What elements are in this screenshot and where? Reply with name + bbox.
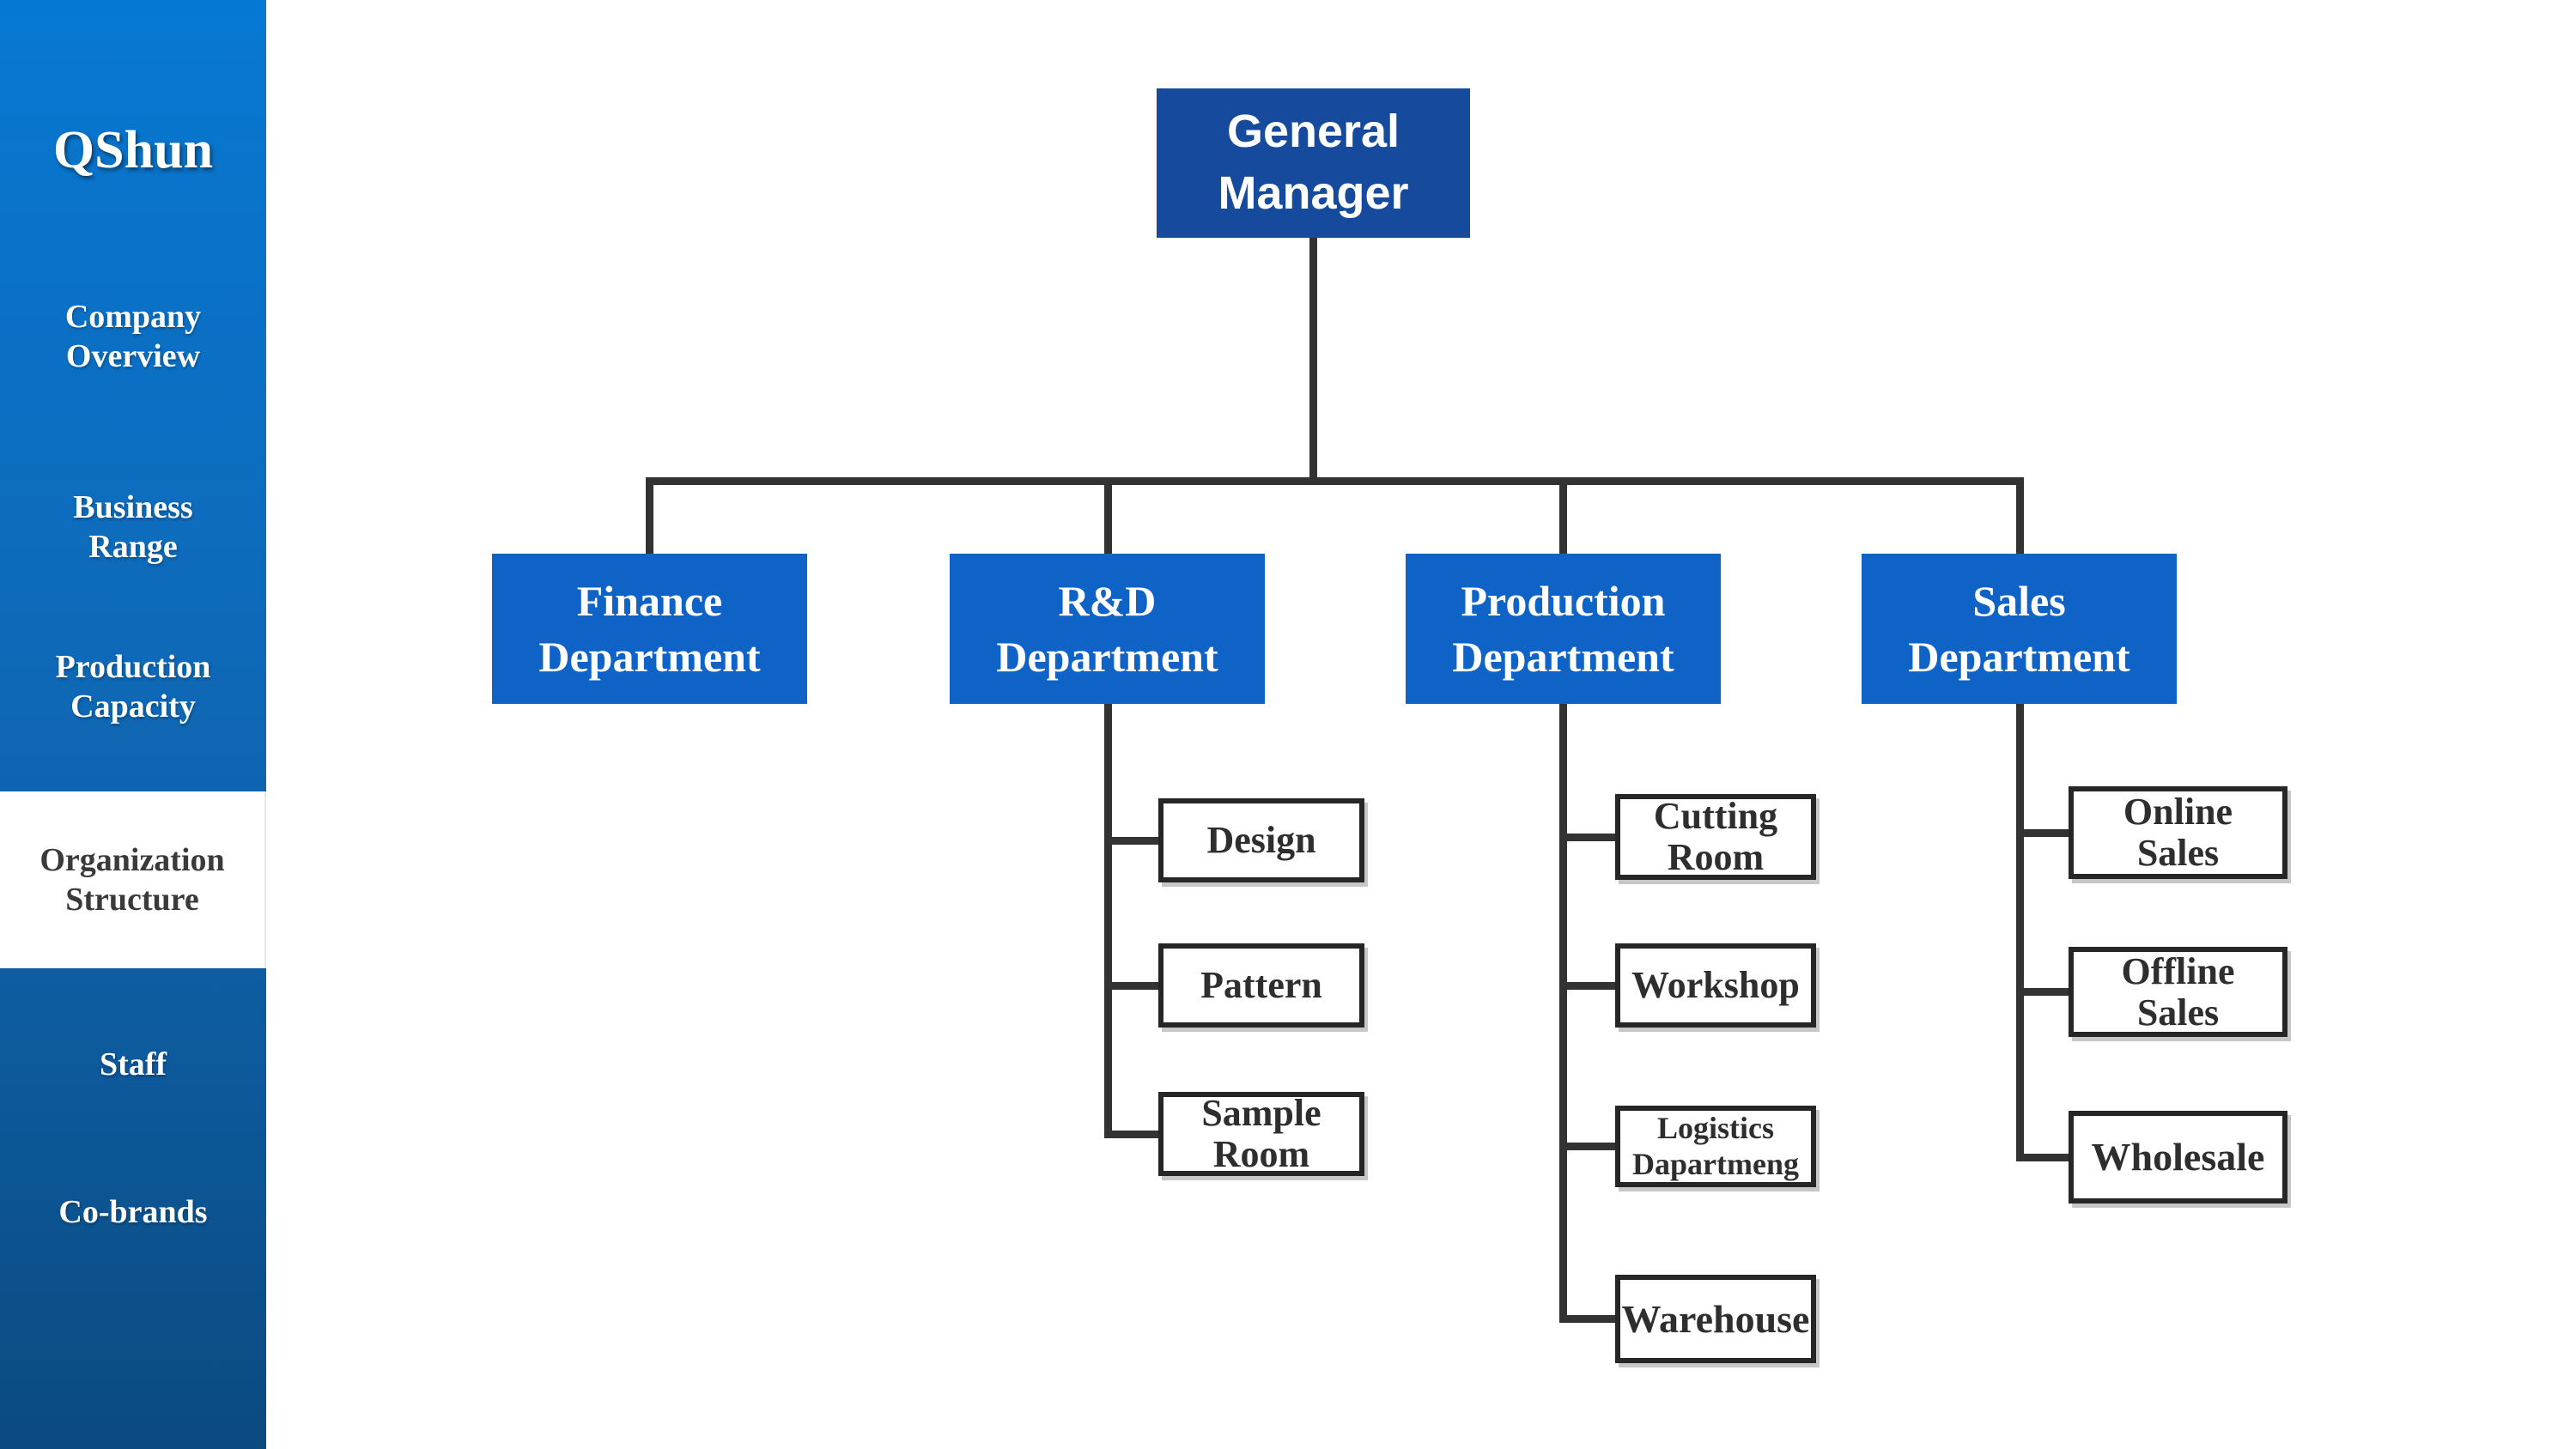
connector-rd-trunk: [1104, 704, 1112, 1138]
sidebar-item-co-brands[interactable]: Co-brands: [58, 1193, 208, 1230]
org-node-logistics-department: Logistics Dapartmeng: [1615, 1106, 1816, 1187]
org-node-production-department: Production Department: [1406, 554, 1721, 704]
org-node-wholesale: Wholesale: [2069, 1111, 2287, 1203]
sidebar-item-production-capacity[interactable]: Production Capacity: [55, 648, 211, 724]
org-node-workshop: Workshop: [1615, 943, 1816, 1028]
org-node-cutting-room: Cutting Room: [1615, 794, 1816, 880]
org-node-rd-department: R&D Department: [950, 554, 1265, 704]
connector-sales-trunk: [2016, 704, 2024, 1161]
connector-stub-workshop: [1559, 982, 1615, 990]
org-node-general-manager: General Manager: [1157, 88, 1470, 238]
org-node-finance-department: Finance Department: [492, 554, 807, 704]
connector-stub-pattern: [1104, 982, 1158, 990]
connector-stub-wholesale: [2016, 1154, 2069, 1161]
connector-drop-sales: [2016, 477, 2024, 554]
org-node-sales-department: Sales Department: [1862, 554, 2177, 704]
org-node-pattern: Pattern: [1158, 943, 1364, 1028]
connector-production-trunk: [1559, 704, 1567, 1323]
connector-drop-finance: [646, 477, 653, 554]
connector-drop-production: [1559, 477, 1567, 554]
connector-root-trunk: [1309, 238, 1317, 482]
connector-drop-rd: [1104, 477, 1112, 554]
connector-stub-warehouse: [1559, 1315, 1615, 1323]
connector-main-horizontal: [646, 477, 2024, 485]
sidebar: QShun Company Overview Business Range Pr…: [0, 0, 266, 1449]
org-node-offline-sales: Offline Sales: [2069, 947, 2287, 1037]
sidebar-item-staff[interactable]: Staff: [99, 1046, 167, 1082]
org-node-online-sales: Online Sales: [2069, 786, 2287, 879]
connector-stub-logistics: [1559, 1143, 1615, 1150]
connector-stub-design: [1104, 837, 1158, 845]
connector-stub-cutting-room: [1559, 834, 1615, 841]
org-node-design: Design: [1158, 798, 1364, 882]
sidebar-item-company-overview[interactable]: Company Overview: [64, 298, 202, 374]
sidebar-item-organization-structure[interactable]: Organization Structure: [0, 791, 266, 968]
org-node-sample-room: Sample Room: [1158, 1092, 1364, 1176]
connector-stub-online-sales: [2016, 829, 2069, 837]
connector-stub-offline-sales: [2016, 988, 2069, 996]
connector-stub-sample-room: [1104, 1131, 1158, 1138]
sidebar-item-business-range[interactable]: Business Range: [73, 488, 193, 565]
org-node-warehouse: Warehouse: [1615, 1275, 1816, 1363]
company-logo: QShun: [52, 120, 214, 179]
